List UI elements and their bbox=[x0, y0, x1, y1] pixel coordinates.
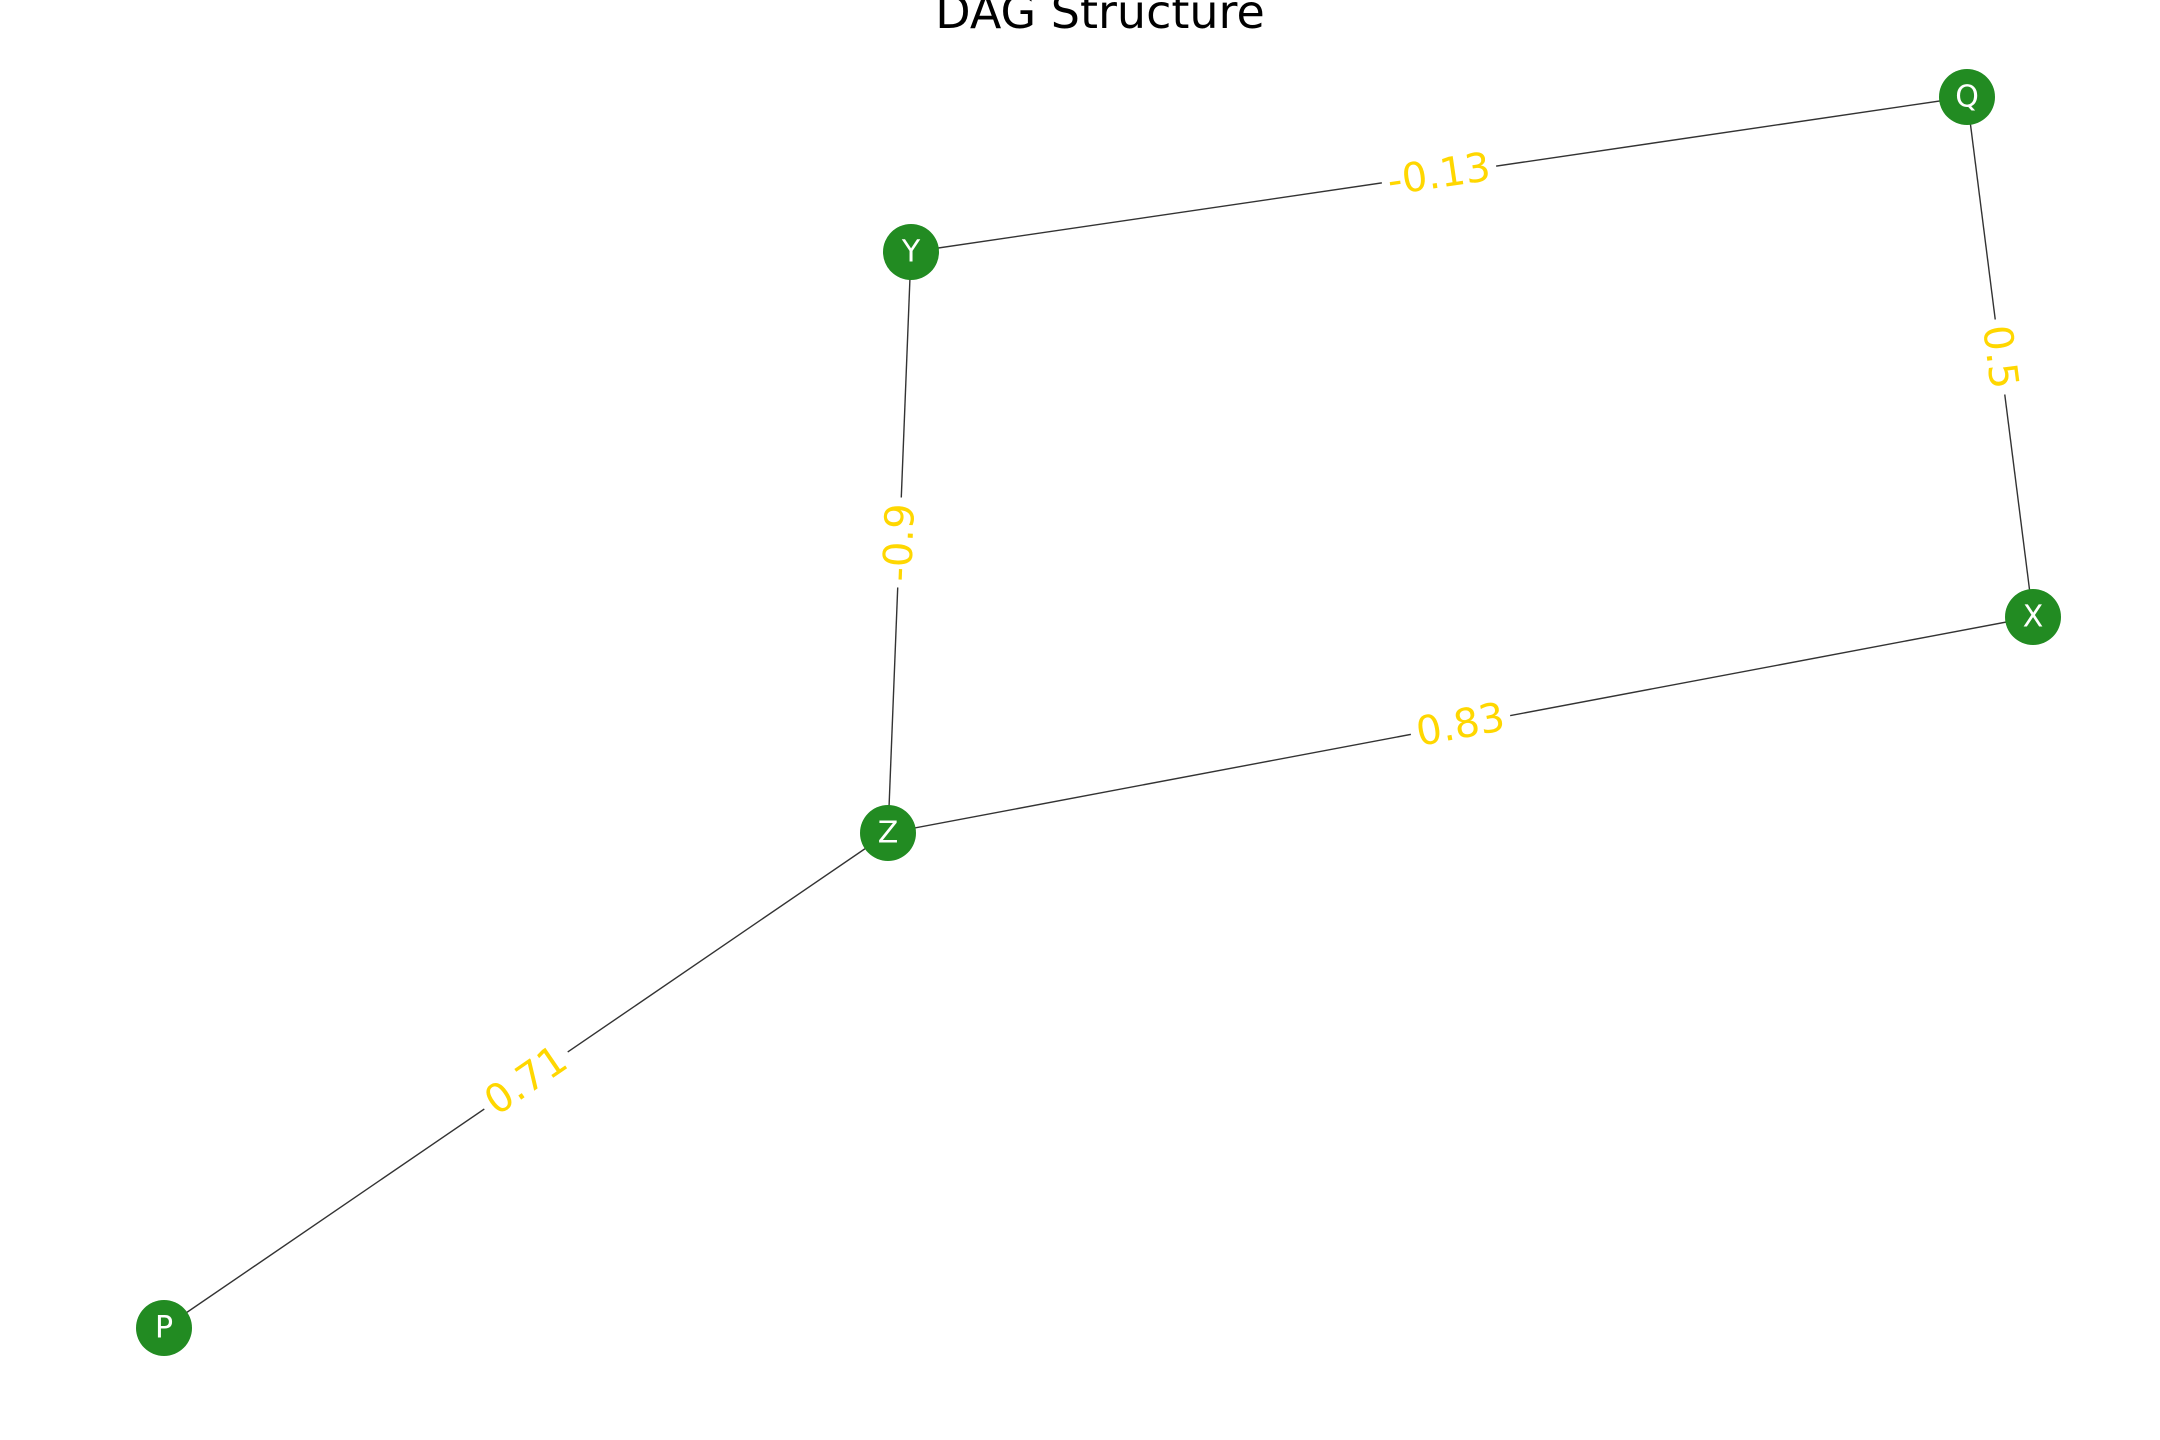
node-label-x: X bbox=[2023, 600, 2044, 635]
nodes-layer: Q Y X Z P bbox=[136, 69, 2061, 1356]
edge-label-group-2: -0.9 bbox=[872, 496, 927, 589]
edge-weight-label: -0.9 bbox=[875, 503, 924, 583]
edge-label-background bbox=[1378, 141, 1500, 208]
edge-label-background bbox=[1406, 691, 1515, 759]
edge-label-background bbox=[470, 1031, 582, 1130]
node-label-y: Y bbox=[901, 235, 921, 270]
node-label-z: Z bbox=[878, 816, 899, 851]
node-x bbox=[2005, 589, 2061, 645]
node-label-q: Q bbox=[1955, 80, 1979, 115]
edge-weight-label: -0.13 bbox=[1384, 144, 1493, 205]
edge-label-group-3: 0.83 bbox=[1406, 691, 1515, 759]
diagram-title: DAG Structure bbox=[935, 0, 1265, 39]
edge-label-background bbox=[1970, 316, 2030, 398]
node-p bbox=[136, 1300, 192, 1356]
edges-layer bbox=[163, 96, 2034, 1329]
node-z bbox=[860, 805, 916, 861]
node-label-p: P bbox=[155, 1311, 173, 1346]
edge-weight-label: 0.83 bbox=[1412, 694, 1508, 756]
edge-label-group-0: -0.13 bbox=[1378, 141, 1500, 208]
edge-label-background bbox=[872, 496, 927, 589]
edge-label-group-1: 0.5 bbox=[1970, 316, 2030, 398]
edge-label-group-4: 0.71 bbox=[470, 1031, 582, 1130]
node-y bbox=[883, 224, 939, 280]
edge-weight-label: 0.5 bbox=[1973, 323, 2027, 392]
node-q bbox=[1939, 69, 1995, 125]
edge-labels-layer: -0.13 0.5 -0.9 0.83 0.71 bbox=[470, 141, 2030, 1130]
